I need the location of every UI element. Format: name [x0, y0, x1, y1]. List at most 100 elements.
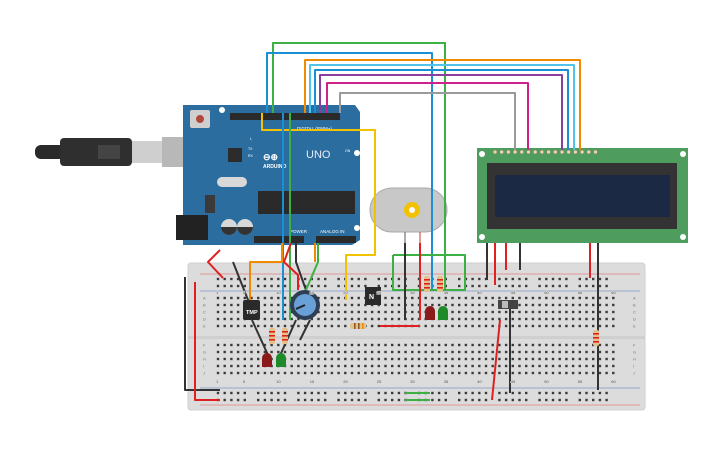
potentiometer[interactable]	[290, 290, 320, 320]
column-label: 20	[343, 290, 348, 295]
temperature-sensor[interactable]: TMP	[243, 300, 260, 320]
column-label: 10	[276, 379, 281, 384]
orange-wire[interactable]	[249, 243, 283, 305]
arduino-uno-board[interactable]: ⊖⊕ ARDUINO UNO DIGITAL (PWM~) POWER ANAL…	[176, 105, 360, 245]
column-label: 50	[544, 290, 549, 295]
red-wire[interactable]	[283, 242, 299, 290]
arduino-logo: ⊖⊕	[263, 152, 278, 162]
column-label: 25	[377, 290, 382, 295]
column-label: 30	[410, 290, 415, 295]
resistor[interactable]	[437, 276, 443, 292]
green-wire[interactable]	[305, 243, 319, 291]
npn-transistor[interactable]: N	[365, 287, 381, 305]
column-label: 40	[477, 290, 482, 295]
column-label: 1	[216, 379, 219, 384]
column-label: 25	[377, 379, 382, 384]
row-label: A	[633, 296, 636, 301]
atmega-chip	[258, 191, 355, 214]
row-label: I	[203, 364, 204, 369]
row-label: E	[633, 324, 636, 329]
black-wire[interactable]	[295, 243, 307, 291]
column-label: 35	[444, 290, 449, 295]
resistor[interactable]	[593, 330, 599, 346]
black-wire[interactable]	[251, 319, 269, 356]
resistor[interactable]	[424, 276, 430, 292]
column-label: 20	[343, 379, 348, 384]
row-label: A	[203, 296, 206, 301]
black-wire[interactable]	[232, 261, 251, 306]
lcd-pins	[492, 149, 598, 155]
column-label: 40	[477, 379, 482, 384]
column-label: 50	[544, 379, 549, 384]
red-led[interactable]	[425, 306, 435, 320]
resistor[interactable]	[350, 323, 366, 329]
green-wire[interactable]	[392, 254, 466, 291]
led-l-label: L	[250, 137, 252, 141]
resistor[interactable]	[282, 328, 288, 344]
lcd-16x2[interactable]	[477, 148, 688, 243]
column-label: 15	[310, 290, 315, 295]
red-led[interactable]	[262, 353, 272, 367]
column-label: 60	[611, 290, 616, 295]
row-label: D	[203, 317, 206, 322]
row-label: J	[203, 371, 205, 376]
column-label: 15	[310, 379, 315, 384]
green-led[interactable]	[276, 353, 286, 367]
dc-motor[interactable]	[369, 187, 448, 243]
row-label: B	[633, 303, 636, 308]
digital-label: DIGITAL (PWM~)	[297, 126, 332, 131]
digital-header	[230, 113, 340, 120]
row-label: C	[203, 310, 206, 315]
green-led[interactable]	[438, 306, 448, 320]
black-wire[interactable]	[184, 277, 220, 391]
column-label: 5	[243, 290, 246, 295]
power-header	[254, 236, 304, 243]
column-label: 10	[276, 290, 281, 295]
row-label: I	[633, 364, 634, 369]
column-label: 35	[444, 379, 449, 384]
analog-label: ANALOG IN	[320, 229, 345, 234]
column-label: 60	[611, 379, 616, 384]
column-label: 1	[216, 290, 219, 295]
resistor[interactable]	[269, 328, 275, 344]
power-jack	[176, 215, 208, 240]
row-label: J	[633, 371, 635, 376]
row-label: F	[203, 343, 206, 348]
red-wire[interactable]	[207, 249, 224, 279]
column-label: 55	[578, 290, 583, 295]
red-wire[interactable]	[194, 282, 220, 401]
column-label: 5	[243, 379, 246, 384]
column-label: 55	[578, 379, 583, 384]
orange-wire[interactable]	[304, 59, 581, 150]
temp-sensor-label: TMP	[246, 310, 258, 316]
row-label: D	[633, 317, 636, 322]
wires[interactable]	[184, 42, 599, 401]
column-label: 45	[511, 379, 516, 384]
led-rx-label: RX	[248, 154, 254, 158]
row-label: G	[203, 350, 206, 355]
on-label: ON	[345, 149, 351, 153]
green-wire[interactable]	[272, 42, 446, 290]
gray-wire[interactable]	[339, 92, 516, 150]
row-label: B	[203, 303, 206, 308]
analog-header	[316, 236, 356, 243]
red-wire[interactable]	[491, 319, 501, 401]
blue-wire[interactable]	[266, 52, 433, 290]
column-label: 45	[511, 290, 516, 295]
slide-switch[interactable]	[498, 300, 518, 309]
led-tx-label: TX	[248, 147, 253, 151]
row-label: G	[633, 350, 636, 355]
yellow-wire[interactable]	[261, 113, 376, 300]
purple-wire[interactable]	[319, 74, 563, 150]
black-wire[interactable]	[299, 319, 311, 341]
row-label: E	[203, 324, 206, 329]
magenta-wire[interactable]	[326, 82, 529, 150]
transistor-label: N	[369, 294, 374, 301]
usb-cable	[35, 137, 186, 167]
light-blue-wire[interactable]	[309, 64, 575, 150]
blue-wire[interactable]	[314, 69, 569, 150]
power-label: POWER	[290, 229, 308, 234]
